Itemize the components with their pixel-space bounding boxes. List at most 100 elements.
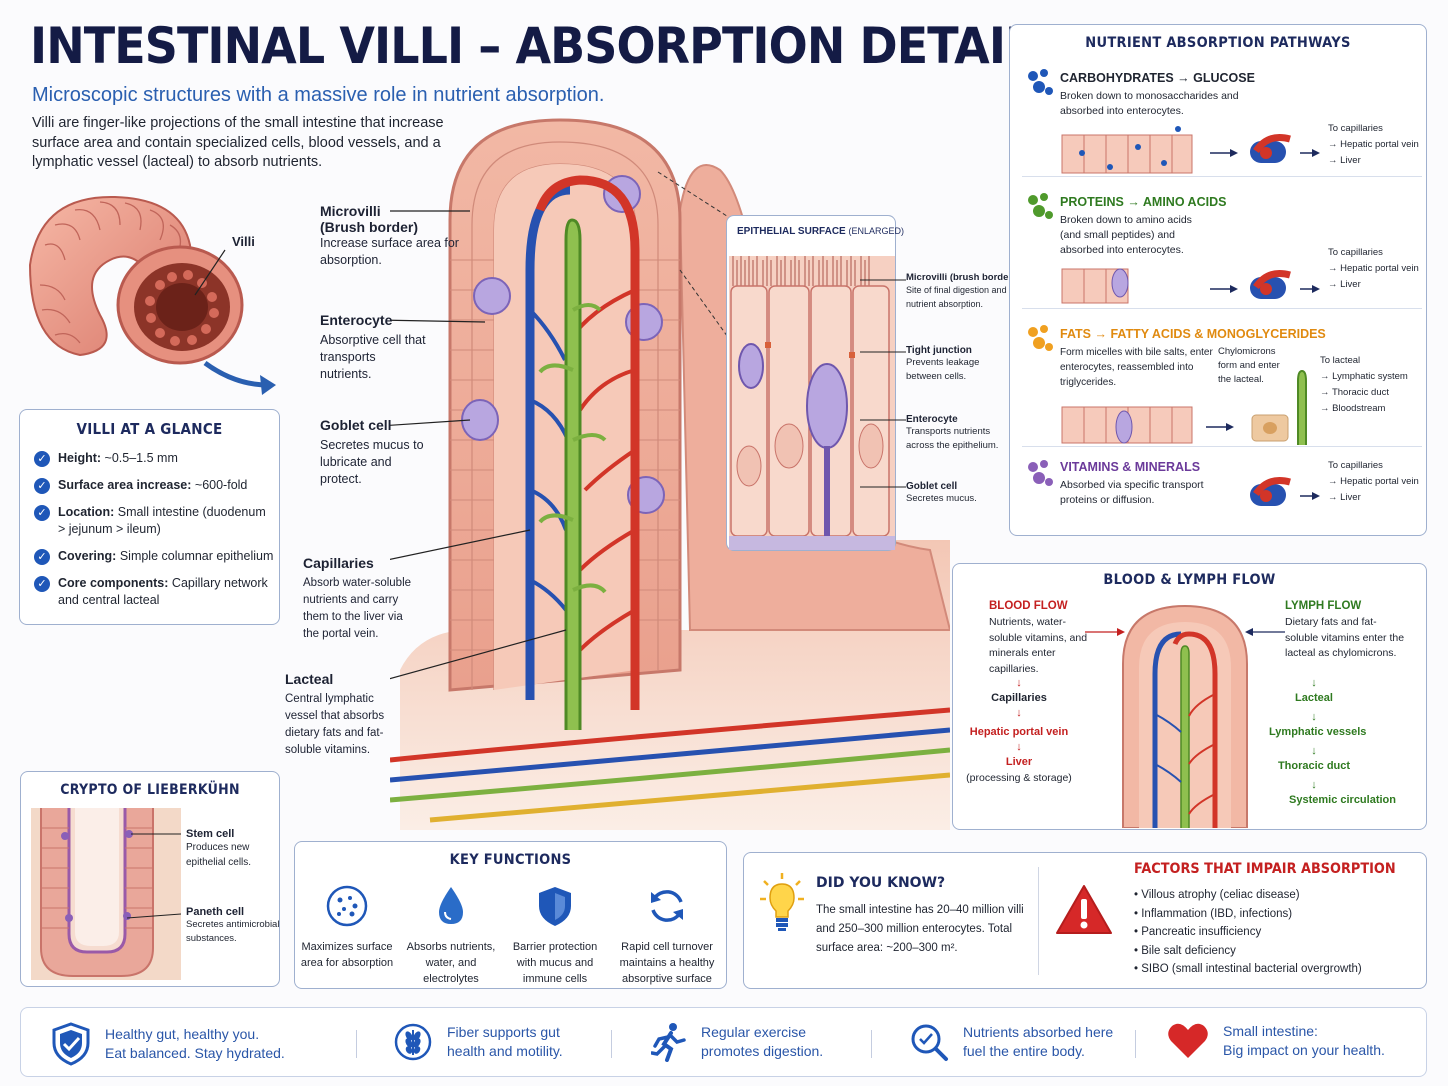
pathways-card: NUTRIENT ABSORPTION PATHWAYS CARBOHYDRAT… (1009, 24, 1427, 536)
enterocyte-label: Enterocyte Absorptive cell that transpor… (320, 312, 430, 383)
lacteal-text: Central lymphatic vessel that absorbs di… (285, 693, 385, 756)
paneth-cell-title: Paneth cell (186, 906, 245, 918)
stem-cell-title: Stem cell (186, 828, 235, 840)
footer-text: Healthy gut, healthy you. Eat balanced. … (105, 1026, 285, 1061)
function-text: Rapid cell turnover maintains a healthy … (619, 941, 715, 985)
factors-title: FACTORS THAT IMPAIR ABSORPTION (1134, 861, 1396, 877)
blood-flow-steps: ↓ Capillaries ↓ Hepatic portal vein ↓ Li… (966, 677, 1072, 784)
check-icon: ✓ (34, 451, 50, 467)
footer-text: Fiber supports gut health and motility. (447, 1024, 563, 1059)
pathway-proteins: PROTEINS → AMINO ACIDS Broken down to am… (1022, 191, 1422, 309)
glance-item: ✓Surface area increase: ~600-fold (34, 477, 274, 494)
facts-card: DID YOU KNOW? The small intestine has 20… (743, 852, 1427, 989)
warning-icon (1056, 885, 1112, 934)
pathway-destination: To capillaries → Hepatic portal vein → L… (1328, 460, 1419, 503)
pathway-text: Broken down to monosaccharides and absor… (1060, 90, 1239, 117)
crypt-title: CRYPTO OF LIEBERKÜHN (60, 782, 240, 798)
function-item: Rapid cell turnover maintains a healthy … (611, 884, 723, 987)
crypt-illustration (31, 808, 181, 980)
factor-item: Villous atrophy (celiac disease) (1134, 886, 1414, 905)
microvilli-text: Increase surface area for absorption. (320, 236, 459, 267)
pathway-title: FATS → FATTY ACIDS & MONOGLYCERIDES (1060, 327, 1326, 341)
function-text: Maximizes surface area for absorption (300, 941, 394, 969)
epi-label-goblet: Goblet cell Secretes mucus. (906, 481, 977, 504)
did-you-know-title: DID YOU KNOW? (816, 875, 946, 891)
factor-item: Inflammation (IBD, infections) (1134, 905, 1414, 924)
goblet-title: Goblet cell (320, 417, 392, 433)
pathway-text: Broken down to amino acids (and small pe… (1060, 214, 1192, 256)
glance-item: ✓Location: Small intestine (duodenum > j… (34, 504, 274, 538)
molecule-icon (1028, 193, 1053, 219)
pathway-destination: To capillaries → Hepatic portal vein → L… (1328, 247, 1419, 290)
lightbulb-icon (760, 873, 804, 931)
epithelial-surface-card: EPITHELIAL SURFACE (ENLARGED) (726, 215, 904, 551)
lymph-flow-section: LYMPH FLOW Dietary fats and fat-soluble … (1285, 600, 1405, 659)
vitamin-absorption-illustration (1250, 477, 1320, 506)
shield-icon (539, 887, 571, 926)
capillaries-text: Absorb water-soluble nutrients and carry… (303, 577, 412, 640)
molecule-icon (1028, 460, 1053, 486)
runner-icon (651, 1023, 686, 1062)
lacteal-label: Lacteal Central lymphatic vessel that ab… (285, 671, 397, 759)
pathway-text: Form micelles with bile salts, enter ent… (1060, 347, 1213, 388)
capillaries-title: Capillaries (303, 555, 374, 571)
footer-text: Regular exercise promotes digestion. (701, 1024, 824, 1059)
footer-item: Healthy gut, healthy you. Eat balanced. … (51, 1022, 285, 1066)
factors-list: Villous atrophy (celiac disease) Inflamm… (1134, 886, 1414, 979)
glance-item: ✓Covering: Simple columnar epithelium (34, 548, 274, 565)
footer-text: Nutrients absorbed here fuel the entire … (963, 1024, 1114, 1059)
intro-text: Villi are finger-like projections of the… (32, 115, 444, 170)
goblet-cell-label: Goblet cell Secretes mucus to lubricate … (320, 417, 430, 488)
pathway-title: PROTEINS → AMINO ACIDS (1060, 195, 1227, 209)
footer-item: Regular exercise promotes digestion. (651, 1022, 823, 1062)
fat-absorption-illustration (1061, 369, 1307, 445)
blood-lymph-flow-card: BLOOD & LYMPH FLOW BLOOD FLOW Nutrients,… (952, 563, 1427, 830)
heart-icon (1168, 1023, 1208, 1058)
microvilli-label: Microvilli (Brush border) Increase surfa… (320, 203, 460, 269)
function-item: Maximizes surface area for absorption (295, 884, 399, 971)
key-functions-title: KEY FUNCTIONS (449, 852, 572, 868)
mini-villus-illustration (1085, 604, 1285, 828)
pathway-title: CARBOHYDRATES → GLUCOSE (1060, 71, 1255, 85)
function-item: Barrier protection with mucus and immune… (503, 884, 607, 987)
page-title: INTESTINAL VILLI – ABSORPTION DETAIL (30, 17, 1034, 75)
pathway-destination: To capillaries → Hepatic portal vein → L… (1328, 123, 1419, 166)
protein-absorption-illustration (1061, 268, 1320, 304)
intestine-illustration: Villi (20, 185, 280, 400)
epi-label-microvilli: Microvilli (brush border) Site of final … (906, 272, 1016, 309)
epithelial-cells-illustration (729, 256, 895, 550)
glance-title: VILLI AT A GLANCE (76, 420, 223, 438)
check-icon: ✓ (34, 505, 50, 521)
pathway-mid-text: Chylomicrons form and enter the lacteal. (1218, 346, 1280, 385)
lymph-flow-steps: ↓ Lacteal ↓ Lymphatic vessels ↓ Thoracic… (1269, 677, 1396, 806)
wheat-icon (394, 1023, 432, 1061)
enterocyte-title: Enterocyte (320, 312, 393, 328)
did-you-know-text: The small intestine has 20–40 million vi… (816, 904, 1024, 954)
glance-item: ✓Height: ~0.5–1.5 mm (34, 450, 274, 467)
footer-text: Small intestine: Big impact on your heal… (1223, 1023, 1385, 1058)
pathways-title: NUTRIENT ABSORPTION PATHWAYS (1085, 35, 1351, 51)
pathway-title: VITAMINS & MINERALS (1060, 460, 1201, 474)
molecule-icon (1028, 69, 1053, 95)
key-functions-card: KEY FUNCTIONS Maximizes surface area for… (294, 841, 727, 989)
lacteal-title: Lacteal (285, 671, 334, 687)
check-icon: ✓ (34, 576, 50, 592)
blood-flow-section: BLOOD FLOW Nutrients, water-soluble vita… (989, 600, 1088, 675)
footer-item: Small intestine: Big impact on your heal… (1167, 1022, 1385, 1060)
goblet-text: Secretes mucus to lubricate and protect. (320, 438, 424, 486)
enterocyte-text: Absorptive cell that transports nutrient… (320, 333, 426, 381)
molecule-icon (1028, 325, 1053, 351)
glance-item: ✓Core components: Capillary network and … (34, 575, 274, 609)
factor-item: Bile salt deficiency (1134, 942, 1414, 961)
pathway-carbohydrates: CARBOHYDRATES → GLUCOSE Broken down to m… (1022, 67, 1422, 177)
check-icon: ✓ (34, 549, 50, 565)
epi-leaders (860, 279, 906, 488)
microvilli-title: Microvilli (Brush border) (320, 203, 418, 235)
footer-bar: Healthy gut, healthy you. Eat balanced. … (20, 1007, 1427, 1077)
function-text: Absorbs nutrients, water, and electrolyt… (406, 941, 496, 985)
flow-title: BLOOD & LYMPH FLOW (1103, 572, 1276, 588)
shield-check-icon (52, 1022, 90, 1066)
function-text: Barrier protection with mucus and immune… (512, 941, 598, 985)
footer-item: Nutrients absorbed here fuel the entire … (909, 1022, 1113, 1062)
footer-item: Fiber supports gut health and motility. (393, 1022, 563, 1062)
